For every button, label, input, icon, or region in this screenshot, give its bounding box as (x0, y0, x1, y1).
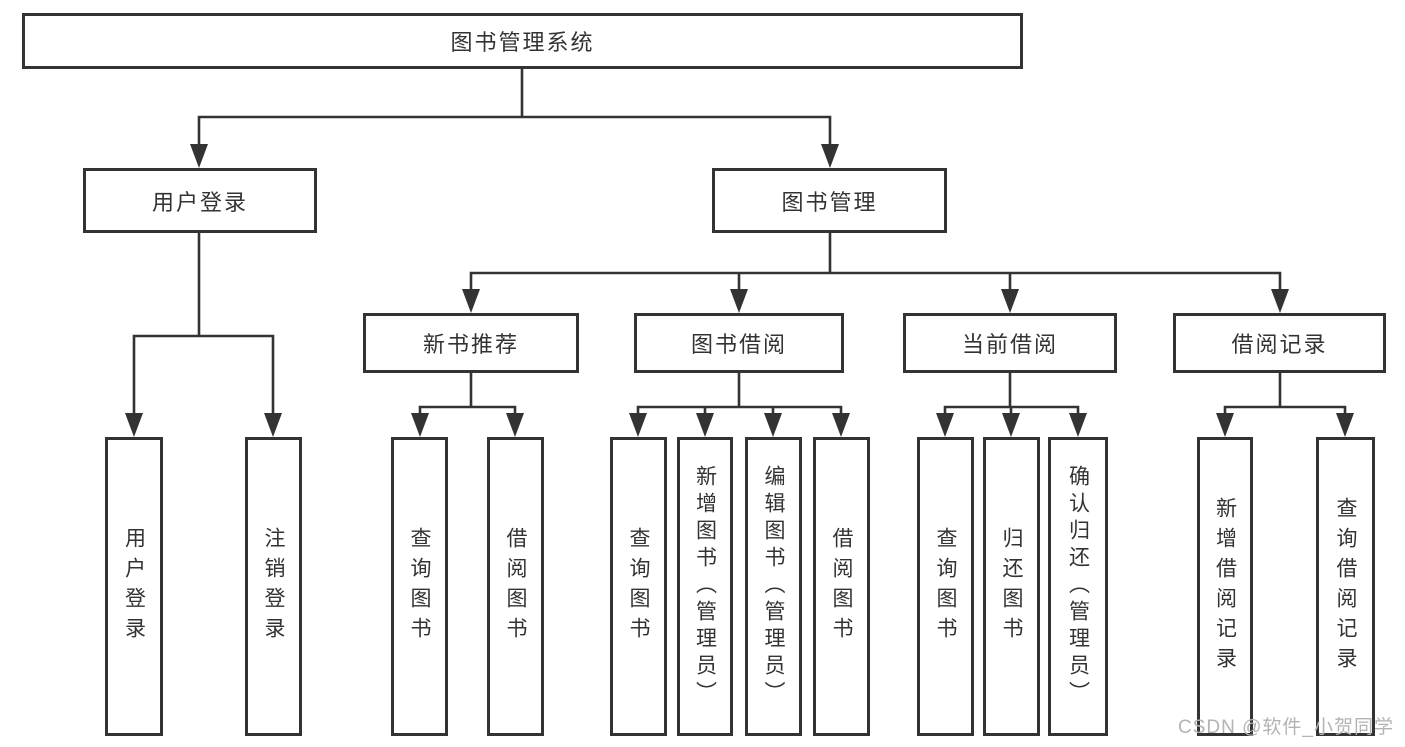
leaf-user-login: 用户登录 (105, 437, 163, 736)
leaf-add-books-admin: 新增图书（管理员） (677, 437, 733, 736)
leaf-query-books-current: 查询图书 (917, 437, 974, 736)
leaf-query-books-borrow: 查询图书 (610, 437, 667, 736)
leaf-edit-books-admin: 编辑图书（管理员） (745, 437, 802, 736)
node-book-borrowing: 图书借阅 (634, 313, 844, 373)
node-user-login-module: 用户登录 (83, 168, 317, 233)
leaf-query-books-recommend: 查询图书 (391, 437, 448, 736)
node-new-book-recommendation: 新书推荐 (363, 313, 579, 373)
leaf-return-books: 归还图书 (983, 437, 1040, 736)
node-book-management-module: 图书管理 (712, 168, 947, 233)
leaf-confirm-return-admin: 确认归还（管理员） (1048, 437, 1108, 736)
leaf-borrow-books-recommend: 借阅图书 (487, 437, 544, 736)
node-current-borrowing: 当前借阅 (903, 313, 1117, 373)
node-root-library-management-system: 图书管理系统 (22, 13, 1023, 69)
leaf-query-borrow-record: 查询借阅记录 (1316, 437, 1375, 736)
leaf-add-borrow-record: 新增借阅记录 (1197, 437, 1253, 736)
leaf-borrow-books: 借阅图书 (813, 437, 870, 736)
leaf-logout: 注销登录 (245, 437, 302, 736)
node-borrowing-records: 借阅记录 (1173, 313, 1386, 373)
csdn-watermark: CSDN @软件_小贺同学 (1178, 717, 1394, 738)
